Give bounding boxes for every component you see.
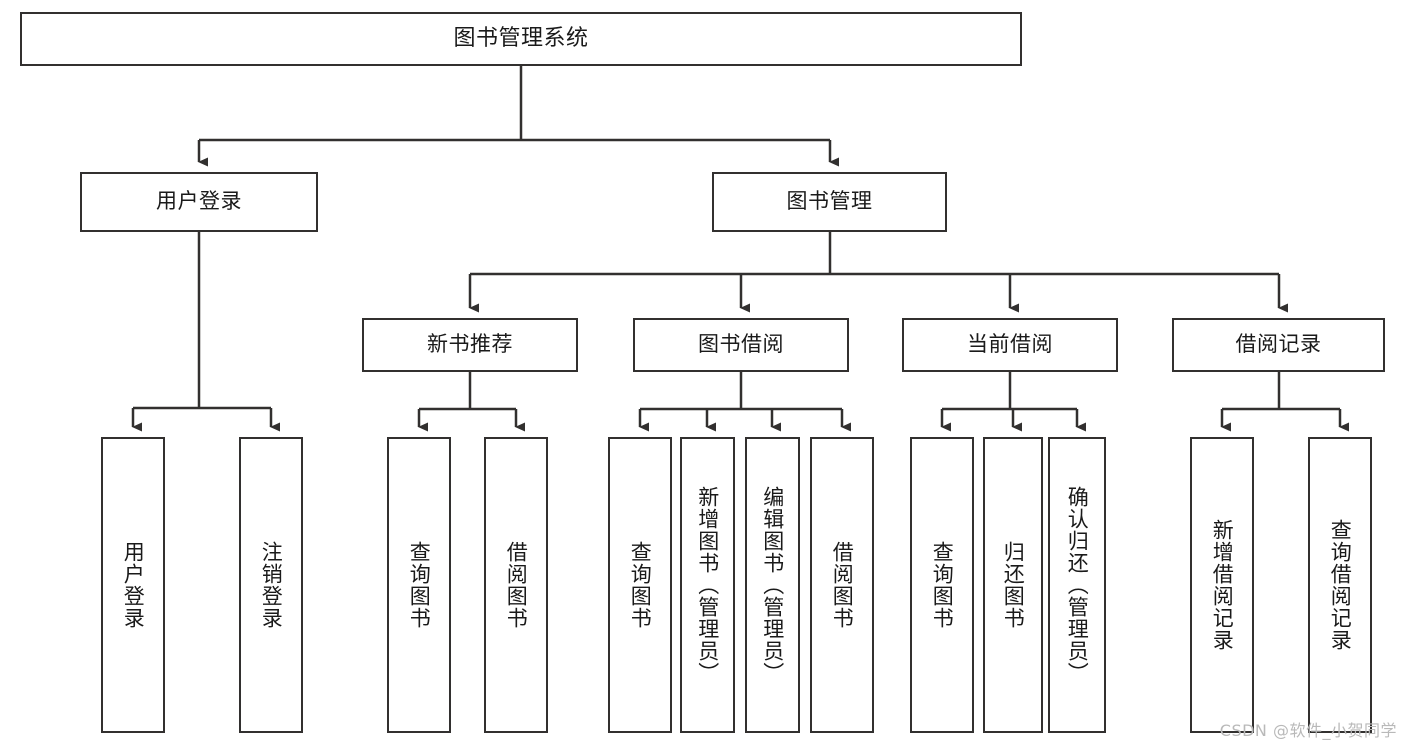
leaf-edit-book-admin[interactable]: 编辑图书（管理员）	[745, 437, 800, 733]
leaf-query-book-recommend[interactable]: 查询图书	[387, 437, 451, 733]
leaf-query-borrow-record[interactable]: 查询借阅记录	[1308, 437, 1372, 733]
leaf-borrow-book-recommend[interactable]: 借阅图书	[484, 437, 548, 733]
leaf-add-borrow-record[interactable]: 新增借阅记录	[1190, 437, 1254, 733]
node-root-title[interactable]: 图书管理系统	[20, 12, 1022, 66]
leaf-return-book[interactable]: 归还图书	[983, 437, 1043, 733]
leaf-query-book-current[interactable]: 查询图书	[910, 437, 974, 733]
leaf-confirm-return-admin[interactable]: 确认归还（管理员）	[1048, 437, 1106, 733]
leaf-user-login[interactable]: 用户登录	[101, 437, 165, 733]
leaf-query-book-borrow[interactable]: 查询图书	[608, 437, 672, 733]
node-borrow-record[interactable]: 借阅记录	[1172, 318, 1385, 372]
leaf-logout-login[interactable]: 注销登录	[239, 437, 303, 733]
node-user-login[interactable]: 用户登录	[80, 172, 318, 232]
leaf-borrow-book[interactable]: 借阅图书	[810, 437, 874, 733]
leaf-add-book-admin[interactable]: 新增图书（管理员）	[680, 437, 735, 733]
node-book-manage[interactable]: 图书管理	[712, 172, 947, 232]
node-book-borrow[interactable]: 图书借阅	[633, 318, 849, 372]
node-new-book-recommend[interactable]: 新书推荐	[362, 318, 578, 372]
watermark-text: CSDN @软件_小贺同学	[1219, 721, 1397, 740]
node-current-borrow[interactable]: 当前借阅	[902, 318, 1118, 372]
